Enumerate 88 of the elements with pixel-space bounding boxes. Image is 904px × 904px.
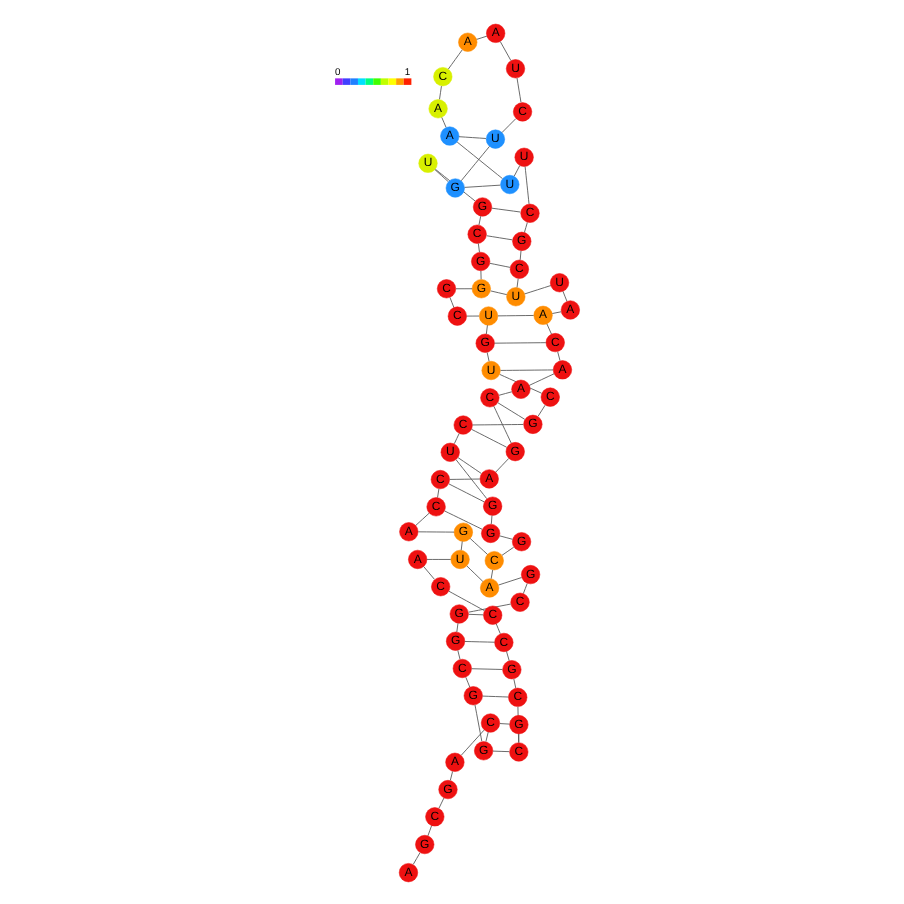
connector — [518, 249, 521, 260]
connector — [465, 314, 479, 316]
connector — [481, 694, 508, 697]
connector — [448, 477, 480, 479]
connector — [467, 612, 483, 615]
connector — [492, 404, 511, 443]
connector — [485, 351, 489, 361]
connector — [425, 558, 451, 559]
connector — [454, 287, 472, 289]
connector — [473, 703, 482, 741]
connector — [447, 482, 484, 502]
connector — [523, 284, 551, 294]
connector — [460, 728, 484, 755]
connector — [505, 649, 509, 661]
connector — [411, 851, 420, 864]
connector — [521, 582, 527, 593]
connector — [437, 796, 444, 808]
connector — [446, 48, 462, 69]
connector — [498, 534, 512, 539]
connector — [488, 261, 510, 267]
connector — [497, 576, 521, 585]
connector — [484, 730, 488, 742]
connector — [515, 76, 521, 102]
connector — [536, 403, 545, 416]
connector — [463, 640, 494, 642]
connector — [494, 457, 509, 472]
connector — [443, 509, 482, 529]
connector — [496, 401, 525, 419]
connector — [494, 622, 500, 634]
connector — [471, 423, 523, 425]
connector — [561, 289, 567, 301]
connector — [463, 183, 500, 187]
connector — [465, 564, 483, 581]
connector — [434, 167, 475, 201]
connector — [527, 372, 554, 385]
connector — [522, 221, 527, 232]
connector — [484, 323, 487, 334]
connector — [493, 341, 546, 343]
connector — [489, 289, 507, 295]
connector — [545, 322, 551, 334]
connector — [485, 234, 512, 240]
connector — [500, 545, 514, 555]
connector — [467, 602, 511, 612]
connector — [448, 296, 454, 307]
connector — [512, 164, 520, 176]
connector — [455, 140, 502, 178]
connector — [454, 458, 487, 499]
connector — [476, 242, 479, 252]
connector — [455, 621, 458, 632]
connector — [496, 314, 534, 316]
connector — [438, 84, 441, 99]
connector — [452, 432, 459, 444]
connector — [475, 34, 487, 39]
connector — [457, 135, 486, 138]
connector — [440, 116, 446, 127]
connector — [416, 530, 454, 532]
connector — [489, 514, 492, 524]
connector — [556, 350, 560, 361]
connector — [498, 373, 541, 393]
connector — [498, 722, 509, 724]
connector — [456, 456, 481, 473]
connector — [436, 487, 439, 498]
connector — [464, 675, 470, 687]
connector — [491, 749, 509, 752]
connector — [459, 540, 462, 550]
connector — [414, 511, 429, 525]
connector — [499, 368, 553, 370]
connector — [448, 770, 452, 780]
connector — [479, 269, 481, 279]
connector — [470, 427, 507, 447]
connector — [515, 277, 518, 287]
connector — [523, 165, 529, 204]
connector — [512, 677, 516, 688]
connector — [550, 310, 561, 313]
connector — [497, 390, 512, 395]
connector — [477, 214, 481, 225]
connector — [456, 649, 460, 659]
connector — [459, 144, 489, 181]
connector — [490, 206, 520, 212]
connector — [426, 824, 431, 836]
connector — [517, 732, 519, 742]
connector — [447, 589, 484, 611]
connector — [489, 568, 493, 579]
connector — [433, 168, 448, 181]
connector — [422, 565, 434, 579]
connector — [468, 537, 487, 554]
connector — [470, 667, 502, 669]
connector — [498, 40, 511, 60]
